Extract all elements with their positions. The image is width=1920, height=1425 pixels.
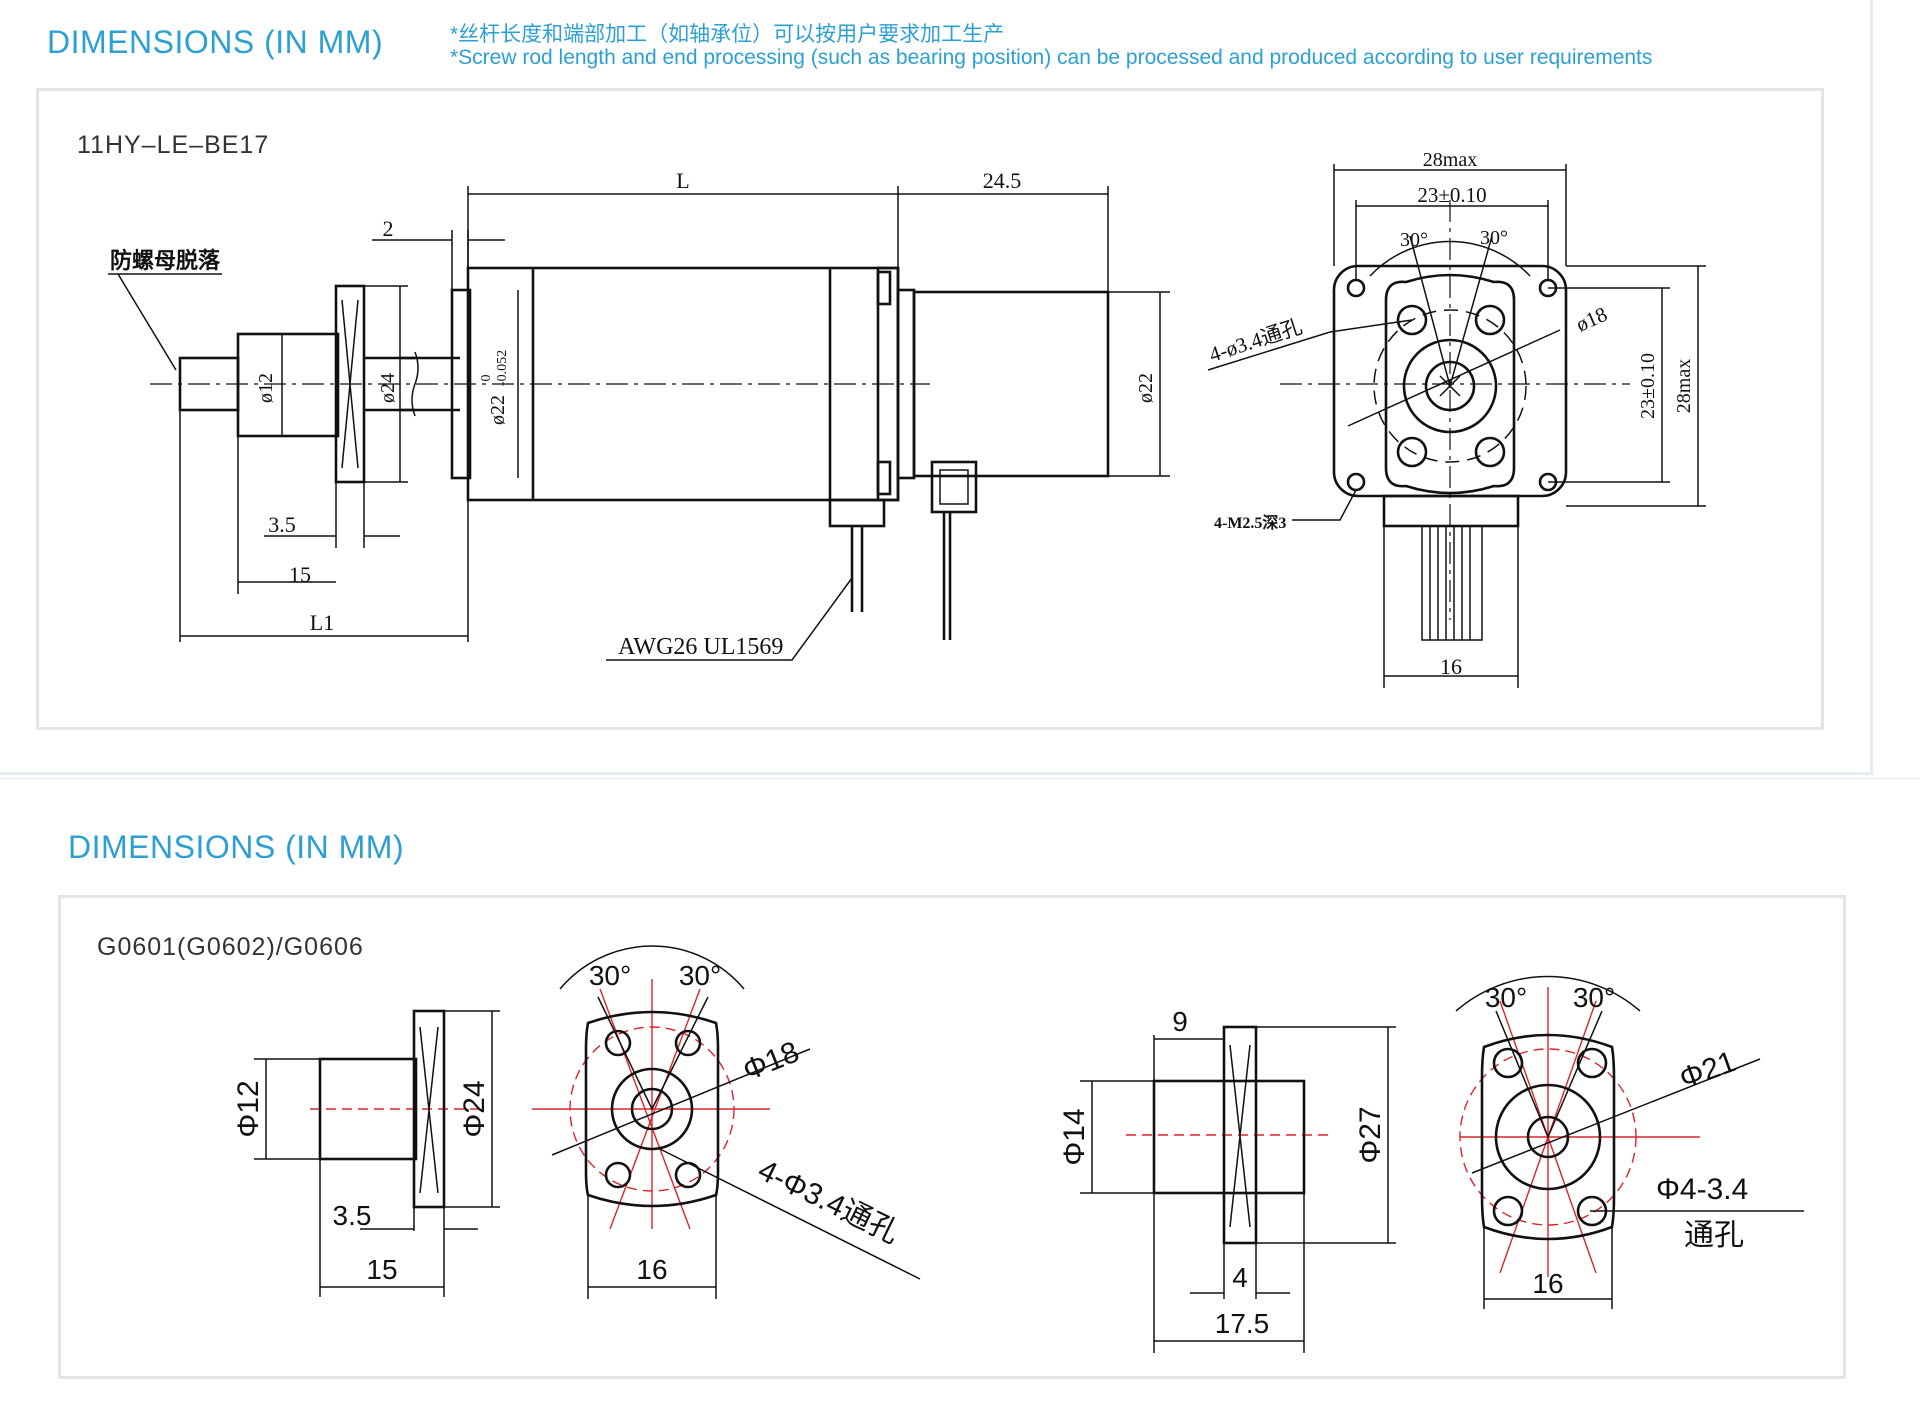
dim-phi27: Φ27 bbox=[1354, 1106, 1387, 1163]
nut2-front-view: 30° 30° Φ21 Φ4-3.4 通孔 16 bbox=[1455, 975, 1804, 1309]
dim-16: 16 bbox=[636, 1254, 667, 1285]
angle-30-left: 30° bbox=[1485, 982, 1527, 1013]
dim-16: 16 bbox=[1532, 1268, 1563, 1299]
label-holes: 4-ø3.4通孔 bbox=[1206, 314, 1305, 367]
dim-24-5: 24.5 bbox=[983, 168, 1022, 193]
nut1-side-view: Φ12 Φ24 3.5 15 bbox=[232, 1009, 500, 1297]
dim-16: 16 bbox=[1440, 654, 1462, 679]
note-english: *Screw rod length and end processing (su… bbox=[450, 46, 1653, 69]
dimensions-panel-2: DIMENSIONS (IN MM) G0601(G0602)/G0606 Φ1… bbox=[0, 778, 1920, 1425]
angle-30-left: 30° bbox=[1400, 229, 1428, 251]
dim-phi12: Φ12 bbox=[232, 1080, 265, 1137]
drawing-frame bbox=[36, 88, 1824, 730]
nut2-side-view: 9 Φ14 Φ27 4 17.5 bbox=[1058, 1006, 1396, 1353]
side-view: L 24.5 2 防螺母脱落 ø12 ø24 ø22 0 -0.052 ø22 bbox=[108, 168, 1170, 661]
label-awg: AWG26 UL1569 bbox=[618, 634, 783, 660]
model-number: 11HY–LE–BE17 bbox=[77, 131, 270, 159]
dim-l1: L1 bbox=[310, 610, 334, 635]
dim-15: 15 bbox=[366, 1254, 397, 1285]
dim-28max-side: 28max bbox=[1673, 359, 1695, 413]
dim-phi12: ø12 bbox=[255, 373, 277, 403]
tol-lower: -0.052 bbox=[495, 350, 510, 386]
dim-23-side: 23±0.10 bbox=[1637, 353, 1659, 419]
angle-30-right: 30° bbox=[679, 960, 721, 991]
dim-phi18: Φ18 bbox=[738, 1035, 804, 1087]
dim-2: 2 bbox=[383, 216, 394, 241]
dim-9: 9 bbox=[1172, 1006, 1188, 1037]
dim-phi14: Φ14 bbox=[1058, 1108, 1091, 1165]
dim-3-5: 3.5 bbox=[268, 512, 296, 537]
label-m25: 4-M2.5深3 bbox=[1214, 513, 1286, 532]
dim-3-5: 3.5 bbox=[333, 1200, 372, 1231]
label-holes: 4-Φ3.4通孔 bbox=[753, 1154, 904, 1250]
dim-phi21: Φ21 bbox=[1675, 1045, 1740, 1096]
dim-phi24: Φ24 bbox=[458, 1080, 491, 1137]
dim-17-5: 17.5 bbox=[1215, 1308, 1270, 1339]
angle-30-right: 30° bbox=[1573, 982, 1615, 1013]
dim-l: L bbox=[676, 168, 689, 193]
motor-drawing: L 24.5 2 防螺母脱落 ø12 ø24 ø22 0 -0.052 ø22 bbox=[108, 149, 1706, 688]
label-holes2-a: Φ4-3.4 bbox=[1656, 1173, 1748, 1206]
model-number: G0601(G0602)/G0606 bbox=[97, 933, 364, 961]
nut1-front-view: 30° 30° Φ18 4-Φ3.4通孔 16 bbox=[532, 945, 921, 1299]
angle-30-left: 30° bbox=[589, 960, 631, 991]
section-title: DIMENSIONS (IN MM) bbox=[68, 829, 405, 865]
nut-drawing: Φ12 Φ24 3.5 15 30° 30° Φ18 4-Φ3.4通孔 bbox=[232, 945, 1804, 1353]
dim-15: 15 bbox=[289, 562, 311, 587]
angle-30-right: 30° bbox=[1480, 227, 1508, 249]
section-title: DIMENSIONS (IN MM) bbox=[47, 24, 384, 60]
label-anti-drop: 防螺母脱落 bbox=[110, 248, 221, 273]
dimensions-panel-1: DIMENSIONS (IN MM) *丝杆长度和端部加工（如轴承位）可以按用户… bbox=[0, 0, 1873, 775]
dim-phi22: ø22 bbox=[1135, 373, 1157, 403]
tol-upper: 0 bbox=[479, 375, 494, 382]
dim-23-top: 23±0.10 bbox=[1417, 183, 1486, 207]
dim-phi22-tol: ø22 bbox=[487, 395, 509, 425]
dim-4: 4 bbox=[1232, 1262, 1248, 1293]
dim-28max-top: 28max bbox=[1423, 149, 1477, 171]
dim-phi18: ø18 bbox=[1572, 302, 1611, 337]
note-chinese: *丝杆长度和端部加工（如轴承位）可以按用户要求加工生产 bbox=[450, 23, 1005, 46]
label-holes2-b: 通孔 bbox=[1684, 1219, 1744, 1252]
dim-phi24: ø24 bbox=[377, 373, 399, 403]
front-view: 28max 23±0.10 30° 30° 4-ø3.4通孔 ø18 23±0.… bbox=[1206, 149, 1706, 688]
